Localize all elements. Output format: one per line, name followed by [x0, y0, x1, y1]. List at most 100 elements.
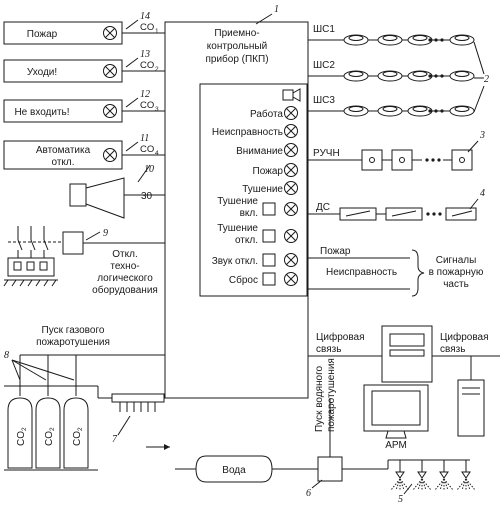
manual-call-loop: РУЧН 3	[308, 130, 485, 171]
arm-tower	[457, 379, 485, 437]
equipment-text-3: логического	[97, 273, 153, 284]
alarm-panel-text: Автоматика	[36, 145, 91, 156]
indicator-label-2: вкл.	[240, 208, 258, 219]
indicator-label: Работа	[250, 108, 283, 120]
nozzle-ref-number: 7	[112, 434, 118, 445]
cylinder-label-sub: 2	[49, 427, 56, 431]
manual-ref-number: 3	[479, 130, 485, 141]
indicator-label: Сброс	[229, 274, 258, 286]
digital-link: Цифровая связь Цифровая связь АРМ	[308, 325, 500, 451]
sprinkler-head-icon	[417, 471, 427, 479]
gas-start-text-1: Пуск газового	[42, 325, 105, 336]
sprinkler-ref-number: 5	[398, 494, 403, 505]
digital-right-2: связь	[440, 344, 465, 355]
ds-loop: ДС 4	[308, 188, 485, 221]
loop-label: ШС3	[313, 95, 335, 106]
alarm-panel-text: Пожар	[27, 29, 58, 40]
camera-10	[69, 164, 165, 219]
alarm-gas-sub: 4	[155, 150, 159, 157]
alarm-ref-number: 13	[140, 49, 150, 60]
equipment-ref-number: 9	[103, 228, 108, 239]
gas-nozzle-7: 7	[111, 393, 165, 445]
panel-title-line-1: Приемно-	[214, 28, 259, 39]
equipment-relay-box	[62, 231, 84, 255]
sprinklers	[390, 471, 476, 495]
panel-ref-number: 1	[274, 4, 279, 15]
panel-ref-leader	[255, 13, 273, 25]
alarm-ref-number: 11	[140, 133, 149, 144]
equipment-text-1: Откл.	[112, 249, 137, 260]
equipment-text-2: техно-	[110, 261, 139, 272]
switch-button-icon	[262, 202, 276, 216]
alarm-panel	[3, 140, 123, 170]
alarm-gas-sub: 1	[155, 28, 159, 35]
cylinder-label: CO	[16, 431, 27, 446]
ds-ref-number: 4	[480, 188, 485, 199]
arm-label: АРМ	[385, 440, 407, 451]
alarm-gas-sub: 3	[155, 106, 159, 113]
indicator-label: Пожар	[253, 166, 284, 177]
alarm-gas-label: CO	[140, 144, 154, 155]
sprinkler-head-icon	[439, 471, 449, 479]
loop-label: ШС1	[313, 24, 335, 35]
indicator-label: Внимание	[236, 146, 283, 157]
equipment-text-4: оборудования	[92, 284, 158, 296]
panel-title-line-3: прибор (ПКП)	[205, 53, 268, 65]
signal-fault: Неисправность	[326, 267, 397, 278]
water-start-text-2: пожаротушения	[326, 358, 337, 432]
sprinkler-head-icon	[395, 471, 405, 479]
indicator-label: Звук откл.	[212, 256, 258, 267]
panel-title-line-2: контрольный	[207, 41, 267, 52]
cylinder-label-sub: 2	[21, 427, 28, 431]
manual-call-point	[361, 149, 383, 171]
gas-cylinder	[35, 397, 61, 469]
digital-right-1: Цифровая	[440, 331, 489, 343]
camera-ref-number: 10	[144, 164, 154, 175]
panel-camera-icon	[282, 88, 301, 102]
gas-nozzle-pipe	[111, 393, 165, 403]
water-start-text-1: Пуск водяного	[314, 365, 325, 432]
signals-block: Пожар Неисправность Сигналы в пожарную ч…	[308, 246, 484, 297]
alarm-ref-number: 12	[140, 89, 150, 100]
camera-body-icon	[85, 177, 125, 219]
alarm-panel-text-2: откл.	[51, 157, 74, 168]
cylinder-label-sub: 2	[77, 427, 84, 431]
water-tank-label: Вода	[222, 465, 246, 476]
alarm-gas-label: CO	[140, 22, 154, 33]
indicator-label: Неисправность	[212, 127, 283, 138]
gas-cylinder	[63, 397, 89, 469]
gas-start-text-2: пожаротушения	[36, 337, 110, 348]
manual-call-point	[451, 149, 473, 171]
cylinder-label: CO	[44, 431, 55, 446]
signals-brace-text-2: в пожарную	[429, 267, 484, 278]
alarm-gas-label: CO	[140, 60, 154, 71]
indicator-label: Тушение	[242, 184, 283, 195]
alarm-panel-text: Не входить!	[14, 107, 69, 118]
sprinkler-head-icon	[461, 471, 471, 479]
valve-ref-number: 6	[306, 488, 311, 499]
switch-button-icon	[262, 229, 276, 243]
switch-button-icon	[262, 272, 276, 286]
alarm-gas-label: CO	[140, 100, 154, 111]
alarm-panel-text: Уходи!	[27, 67, 57, 78]
camera-lens-icon	[69, 183, 87, 207]
gas-cylinder	[7, 397, 33, 469]
water-tank	[195, 455, 273, 483]
signals-brace	[411, 249, 425, 297]
signals-brace-text-3: часть	[443, 279, 469, 290]
switch-button-icon	[262, 253, 276, 267]
digital-left-2: связь	[316, 344, 341, 355]
panel-indicators: РаботаНеисправностьВниманиеПожарТушениеТ…	[212, 106, 298, 286]
alarm-ref-number: 14	[140, 11, 150, 22]
water-valve	[317, 456, 343, 482]
alarm-gas-sub: 2	[155, 66, 159, 73]
equipment-disable-9	[3, 226, 165, 287]
indicator-label-2: откл.	[235, 235, 258, 246]
signal-fire: Пожар	[320, 246, 351, 257]
manual-loop-label: РУЧН	[313, 148, 340, 159]
ds-loop-label: ДС	[316, 202, 330, 213]
